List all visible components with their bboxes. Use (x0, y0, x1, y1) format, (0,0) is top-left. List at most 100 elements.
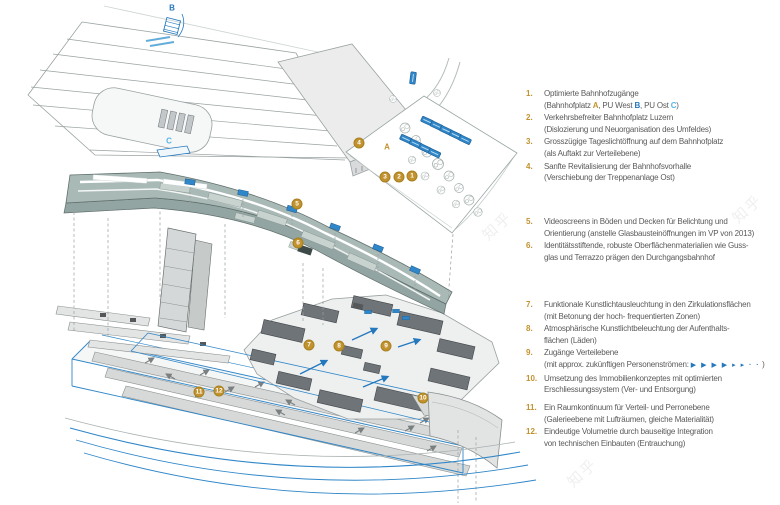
annotation-text: Funktionale Kunstlichtausleuchtung in de… (544, 299, 778, 322)
annotation-number: 2. (526, 113, 533, 123)
annotation-text: Ein Raumkontinuum für Verteil- und Perro… (544, 402, 778, 425)
annotation-item: 5. Videoscreens in Böden und Decken für B… (526, 216, 778, 239)
annotation-line: flächen (Läden) (544, 335, 778, 347)
ramp-tower (157, 227, 213, 333)
annotation-line: (Galerieebene mit Lufträumen, gleiche Ma… (544, 414, 778, 426)
annotation-segment: (Verschiebung der Treppenanlage Ost) (544, 173, 675, 183)
annotation-item: 11. Ein Raumkontinuum für Verteil- und Pe… (526, 402, 778, 425)
annotation-text: Identitätsstiftende, robuste Oberflächen… (544, 240, 778, 263)
pu-ost-entrance (156, 145, 191, 158)
annotation-segment: Videoscreens in Böden und Decken für Bel… (544, 217, 728, 226)
stair-entry-elements (352, 302, 410, 320)
shop-blocks (249, 295, 476, 413)
annotation-segment: Optimierte Bahnhofzugänge (544, 89, 639, 98)
annotation-line: Grosszügige Tageslichtöffnung auf dem Ba… (544, 136, 778, 148)
annotation-text: Verkehrsbefreiter Bahnhofplatz Luzern(Di… (544, 112, 778, 135)
annotation-text: Grosszügige Tageslichtöffnung auf dem Ba… (544, 136, 778, 159)
annotation-text: Umsetzung des Immobilienkonzeptes mit op… (544, 373, 778, 396)
annotation-segment: (Dislozierung und Neuorganisation des Um… (544, 124, 712, 134)
annotation-item: 7. Funktionale Kunstlichtausleuchtung in … (526, 299, 778, 322)
annotation-segment: Orientierung (anstelle Glasbausteinöffnu… (544, 228, 755, 238)
marker-1: 1 (406, 170, 418, 182)
annotation-group-4: 11. Ein Raumkontinuum für Verteil- und Pe… (526, 402, 778, 450)
annotation-segment: Sanfte Revitalisierung der Bahnhofsvorha… (544, 161, 692, 171)
annotation-segment: glas und Terrazzo prägen den Durchgangsb… (544, 252, 715, 262)
annotation-segment: Grosszügige Tageslichtöffnung auf dem Ba… (544, 137, 724, 147)
annotation-line: Ein Raumkontinuum für Verteil- und Perro… (544, 402, 778, 414)
annotation-text: Atmosphärische Kunstlichtbeleuchtung der… (544, 323, 778, 346)
label-entrance-c: C (166, 136, 172, 146)
annotation-line: Verkehrsbefreiter Bahnhofplatz Luzern (544, 112, 778, 124)
historic-hall-roof (91, 87, 213, 153)
annotation-number: 12. (526, 427, 538, 437)
annotation-segment: Ein Raumkontinuum für Verteil- und Perro… (544, 403, 710, 412)
annotation-line: Optimierte Bahnhofzugänge (544, 88, 778, 100)
annotation-line: glas und Terrazzo prägen den Durchgangsb… (544, 252, 778, 264)
annotation-segment: (Bahnhofplatz (544, 100, 593, 110)
annotation-segment: Erschliessungssystem (Ver- und Entsorgun… (544, 385, 696, 395)
annotation-line: (mit Betonung der hoch- frequentierten Z… (544, 311, 778, 323)
annotation-segment: C (670, 100, 677, 110)
pu-west-entrance (145, 13, 185, 47)
marker-4: 4 (353, 137, 365, 149)
annotation-segment: Umsetzung des Immobilienkonzeptes mit op… (544, 373, 722, 383)
annotation-number: 1. (526, 89, 533, 98)
top-guide-line (103, 5, 337, 57)
annotation-segment: (mit Betonung der hoch- frequentierten Z… (544, 311, 700, 321)
annotation-item: 12. Eindeutige Volumetrie durch bauseitig… (526, 426, 778, 449)
annotation-segment: (Galerieebene mit Lufträumen, gleiche Ma… (544, 414, 714, 424)
annotation-segment: Identitätsstiftende, robuste Oberflächen… (544, 241, 749, 251)
label-entrance-a: A (384, 142, 390, 152)
marker-7: 7 (303, 339, 315, 351)
annotation-line: Umsetzung des Immobilienkonzeptes mit op… (544, 373, 778, 385)
annotation-item: 6. Identitätsstiftende, robuste Oberfläch… (526, 240, 778, 263)
annotation-group-2: 5. Videoscreens in Böden und Decken für B… (526, 216, 778, 264)
annotation-segment: A (592, 100, 599, 110)
annotation-number: 11. (526, 403, 537, 412)
annotation-number: 7. (526, 300, 533, 309)
annotation-segment: , PU West (598, 100, 635, 110)
annotation-segment: ) (760, 359, 765, 369)
annotation-item: 4.Sanfte Revitalisierung der Bahnhofsvor… (526, 161, 778, 184)
annotation-line: Erschliessungssystem (Ver- und Entsorgun… (544, 384, 778, 396)
annotation-line: (als Auftakt zur Verteilebene) (544, 148, 778, 160)
annotation-segment: ) (676, 100, 679, 110)
bahnhofplatz (345, 57, 518, 234)
annotation-item: 3.Grosszügige Tageslichtöffnung auf dem … (526, 136, 778, 159)
annotation-segment: Atmosphärische Kunstlichtbeleuchtung der… (544, 324, 730, 334)
annotation-number: 9. (526, 348, 533, 358)
annotation-number: 5. (526, 217, 533, 226)
annotation-line: Identitätsstiftende, robuste Oberflächen… (544, 240, 778, 252)
annotation-segment: flächen (Läden) (544, 335, 597, 345)
marker-5: 5 (291, 198, 303, 210)
annotation-group-1: 1. Optimierte Bahnhofzugänge (Bahnhofplatz… (526, 88, 778, 185)
annotation-text: Zugänge Verteilebene(mit approx. zukünft… (544, 347, 778, 371)
track-curves (64, 417, 537, 495)
annotation-text: Optimierte Bahnhofzugänge (Bahnhofplatz A… (544, 88, 778, 111)
annotation-segment: Funktionale Kunstlichtausleuchtung in de… (544, 300, 751, 309)
annotation-segment: von technischen Einbauten (Entrauchung) (544, 438, 686, 448)
exploded-axonometric-diagram (27, 5, 537, 503)
annotation-segment: Verkehrsbefreiter Bahnhofplatz Luzern (544, 113, 674, 123)
annotation-number: 8. (526, 324, 533, 334)
annotation-segment: (mit approx. zukünftigen Personenströmen… (544, 359, 691, 369)
annotation-line: Eindeutige Volumetrie durch bauseitige I… (544, 426, 778, 438)
annotation-text: Eindeutige Volumetrie durch bauseitige I… (544, 426, 778, 449)
video-screens (184, 178, 421, 296)
marker-10: 10 (417, 392, 429, 404)
annotation-line: Videoscreens in Böden und Decken für Bel… (544, 216, 778, 228)
annotation-line: Atmosphärische Kunstlichtbeleuchtung der… (544, 323, 778, 335)
annotation-item: 2. Verkehrsbefreiter Bahnhofplatz Luzern(… (526, 112, 778, 135)
annotation-line: von technischen Einbauten (Entrauchung) (544, 438, 778, 450)
marker-12: 12 (213, 385, 225, 397)
verteilebene-plan (130, 294, 503, 469)
annotation-line: (mit approx. zukünftigen Personenströmen… (544, 359, 778, 372)
annotation-segment: (als Auftakt zur Verteilebene) (544, 148, 641, 158)
annotation-line: Zugänge Verteilebene (544, 347, 778, 359)
distribution-slab (63, 171, 453, 315)
annotation-line: (Dislozierung und Neuorganisation des Um… (544, 124, 778, 136)
annotation-line: Sanfte Revitalisierung der Bahnhofsvorha… (544, 161, 778, 173)
annotation-number: 6. (526, 241, 533, 251)
annotation-line: (Bahnhofplatz A, PU West B, PU Ost C) (544, 100, 778, 112)
